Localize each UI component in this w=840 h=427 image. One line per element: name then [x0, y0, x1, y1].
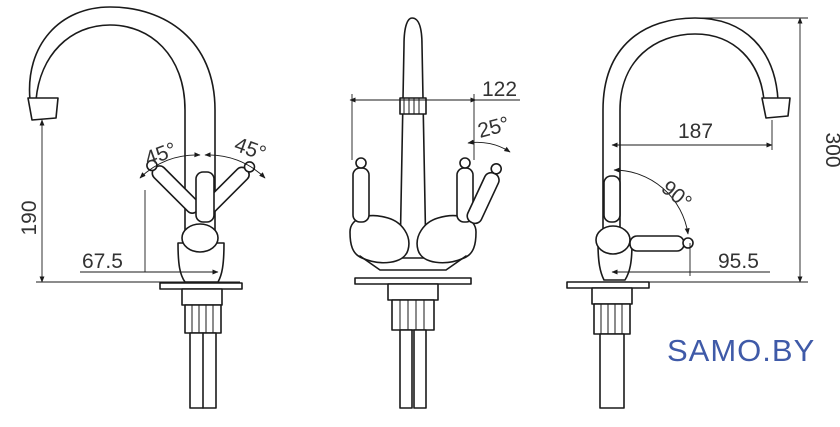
brand-logo: SAMO.BY — [667, 333, 816, 368]
dim-right-height: 300 — [821, 132, 840, 167]
dim-right-angle: 90° — [657, 176, 696, 214]
dim-center-angle: 25° — [475, 112, 512, 142]
dim-right-reach: 187 — [678, 120, 713, 143]
left-view-faucet — [27, 6, 256, 409]
dim-center-width: 122 — [482, 78, 517, 101]
dim-left-offset: 67.5 — [82, 250, 123, 273]
center-view-faucet — [349, 17, 503, 409]
right-dimension-lines — [611, 17, 808, 283]
left-dimension-lines — [36, 119, 266, 283]
dim-left-angle-a: 45° — [142, 138, 180, 170]
dim-left-height: 190 — [18, 200, 41, 235]
center-dimension-lines — [349, 94, 520, 160]
dim-left-angle-b: 45° — [231, 133, 269, 165]
dim-right-offset: 95.5 — [718, 250, 759, 273]
